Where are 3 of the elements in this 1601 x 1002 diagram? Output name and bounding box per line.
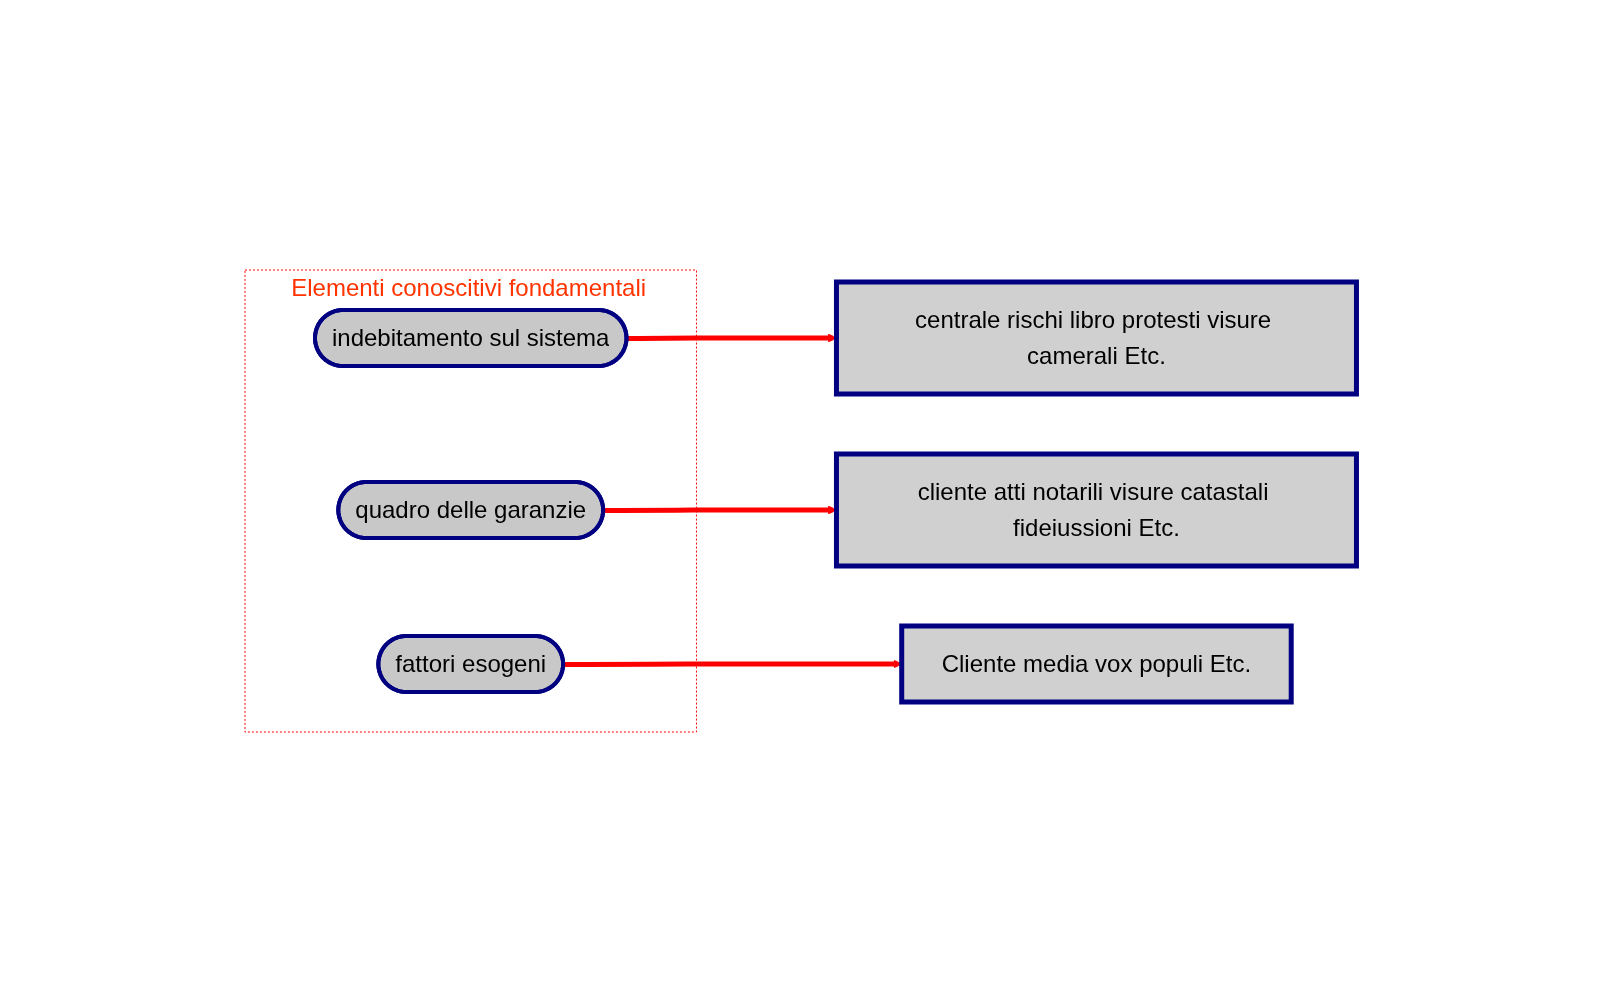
node-box: Cliente media vox populi Etc. — [898, 623, 1294, 705]
node-box: cliente atti notarili visure catastali fideiussioni Etc. — [833, 451, 1359, 569]
node-box: centrale rischi libro protesti visure camerali Etc. — [833, 279, 1359, 397]
